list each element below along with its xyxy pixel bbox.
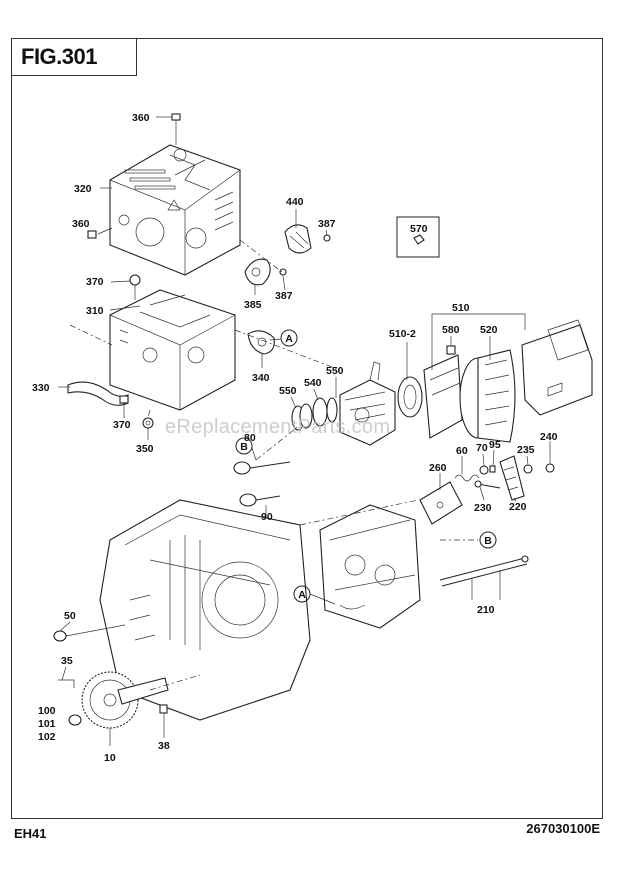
air-cleaner-cover [521,319,593,416]
callout-387-b: 387 [275,290,293,302]
callout-387-a: 387 [318,218,336,230]
callout-235: 235 [517,444,535,456]
callout-540: 540 [304,377,322,389]
screw-360-side [87,227,113,239]
callout-440: 440 [286,196,304,208]
washer-70 [479,465,489,475]
svg-text:B: B [240,441,248,453]
callout-38: 38 [158,740,170,752]
gasket-385 [244,258,271,286]
part-570-box [396,216,440,258]
figure-title: FIG.301 [11,38,137,76]
callout-360-side: 360 [72,218,90,230]
part-95 [489,465,496,473]
callout-385: 385 [244,299,262,311]
bolt-38 [159,704,168,714]
callout-340: 340 [252,372,270,384]
callout-10: 10 [104,752,116,764]
callout-320: 320 [74,183,92,195]
ref-marker-a-lower: A [293,585,336,605]
callout-101: 101 [38,718,56,730]
lever-220 [499,455,525,501]
air-filter-element-520 [459,349,516,443]
svg-text:A: A [285,333,293,345]
air-cleaner-base-510-2 [397,376,423,418]
part-80 [233,461,291,475]
bolt-580 [446,345,456,355]
cylinder-head [319,504,421,629]
pin-35 [58,679,75,688]
callout-95: 95 [489,439,501,451]
leader-lines [58,116,551,746]
ref-marker-a-upper: A [269,329,298,347]
callout-210: 210 [477,604,495,616]
nut-350 [142,417,154,429]
cam-gear-10 [81,671,169,729]
callout-80: 80 [244,432,256,444]
washer-100 [68,714,82,726]
callout-100: 100 [38,705,56,717]
watermark: eReplacementParts.com [165,416,391,438]
spring-60 [454,474,480,482]
ref-marker-b-lower: B [479,531,497,549]
callout-510: 510 [452,302,470,314]
muffler-cover [109,144,241,276]
callout-330: 330 [32,382,50,394]
insulator-550 [291,403,313,431]
air-cleaner-case [423,354,463,439]
callout-70: 70 [476,442,488,454]
callout-580: 580 [442,324,460,336]
callout-360-top: 360 [132,112,150,124]
nut-240 [545,463,555,473]
bolt-370-bottom [119,395,129,404]
crankcase [99,499,311,721]
svg-text:B: B [484,535,492,547]
callout-260: 260 [429,462,447,474]
callout-102: 102 [38,731,56,743]
callout-370-top: 370 [86,276,104,288]
callout-240: 240 [540,431,558,443]
bolt-370-top [129,274,141,300]
push-rods-210 [439,555,529,587]
callout-35: 35 [61,655,73,667]
screw-360-top [171,113,181,145]
carburetor [339,361,396,446]
exhaust-deflector-440 [284,224,312,254]
callout-370-bottom: 370 [113,419,131,431]
part-230 [474,480,501,489]
callout-230: 230 [474,502,492,514]
part-90 [239,493,281,507]
model-code: EH41 [14,826,47,841]
nut-235 [523,464,533,474]
callout-520: 520 [480,324,498,336]
callout-550-b: 550 [326,365,344,377]
callout-310: 310 [86,305,104,317]
callout-220: 220 [509,501,527,513]
callout-550-a: 550 [279,385,297,397]
callout-570: 570 [410,223,428,235]
ref-marker-b-upper: B [235,437,253,455]
gasket-550 [326,397,338,423]
svg-text:A: A [298,589,306,601]
callout-350: 350 [136,443,154,455]
muffler-body [109,289,236,411]
muffler-gasket-340 [234,329,341,371]
diagram-number: 267030100E [526,821,600,836]
diagram-frame [11,38,603,819]
callout-50: 50 [64,610,76,622]
callout-510-2: 510-2 [389,328,416,340]
callout-90: 90 [261,511,273,523]
bracket-260 [419,481,463,525]
callout-60: 60 [456,445,468,457]
callout-numbers: 360 320 360 440 387 385 387 570 370 310 … [32,112,558,764]
